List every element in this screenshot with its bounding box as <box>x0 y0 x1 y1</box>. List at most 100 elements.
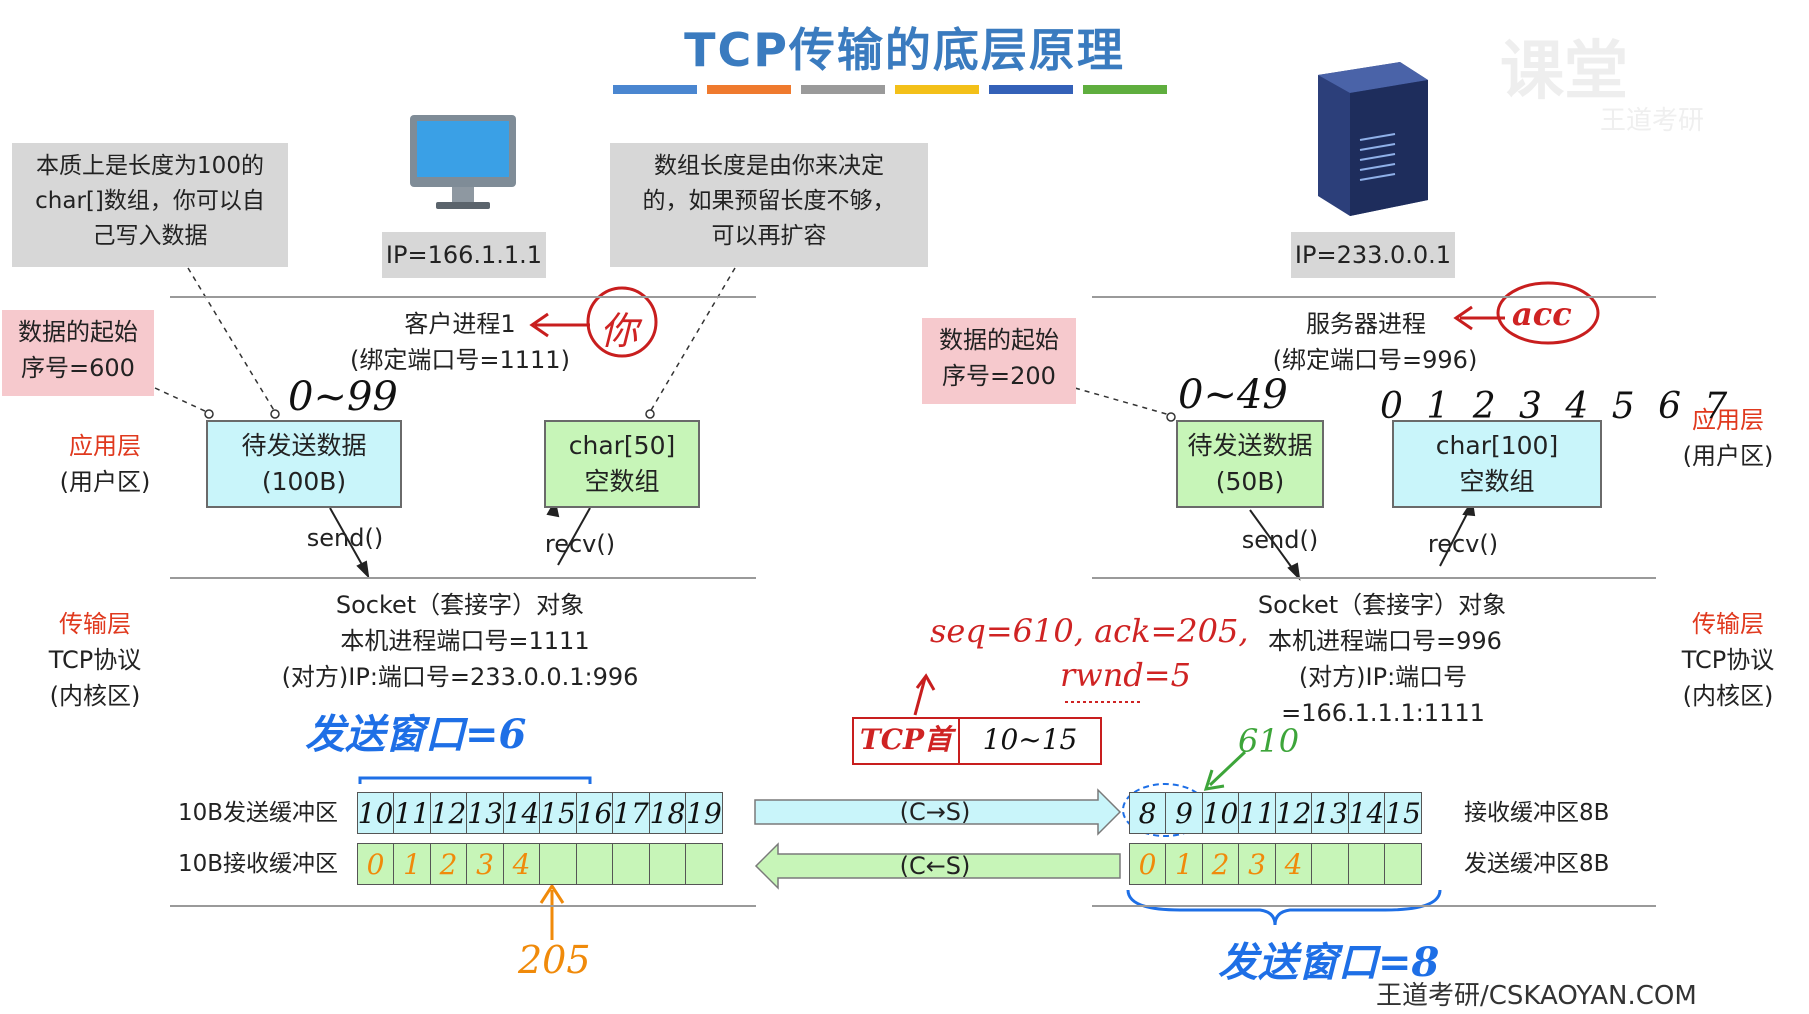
buffer-cell: 14 <box>502 792 541 834</box>
buffer-cell: 14 <box>1347 792 1386 834</box>
buffer-cell: 18 <box>648 792 687 834</box>
client-array-note: 本质上是长度为100的 char[]数组，你可以自 己写入数据 <box>12 143 288 267</box>
client-socket-peer: (对方)IP:端口号=233.0.0.1:996 <box>281 663 639 691</box>
buffer-cell <box>1311 843 1349 885</box>
buffer-cell: 15 <box>1384 792 1422 834</box>
buffer-cell: 4 <box>502 843 541 885</box>
buffer-cell: 17 <box>612 792 650 834</box>
tcp-header-label: TCP首 <box>854 719 960 763</box>
buffer-cell: 12 <box>1274 792 1313 834</box>
buffer-cell: 1 <box>393 843 431 885</box>
server-top-divider <box>1092 296 1656 298</box>
buffer-cell: 15 <box>539 792 577 834</box>
client-transport-layer-label: 传输层 <box>59 610 131 638</box>
seq-610-annotation: 610 <box>1238 722 1300 760</box>
buffer-cell <box>1347 843 1386 885</box>
tcp-segment: TCP首 10~15 <box>852 717 1102 765</box>
buffer-cell: 9 <box>1165 792 1203 834</box>
buffer-cell: 0 <box>1128 843 1167 885</box>
server-tower-icon <box>1318 62 1428 216</box>
title-color-segment <box>1083 85 1167 94</box>
c-to-s-arrow-label: (C→S) <box>899 798 971 826</box>
server-send-data-box: 待发送数据 (50B) <box>1176 420 1324 508</box>
server-send-buffer-label: 发送缓冲区8B <box>1464 851 1610 877</box>
watermark-logo: 课堂 <box>1500 35 1628 109</box>
buffer-cell <box>685 843 723 885</box>
client-socket-port: 本机进程端口号=1111 <box>340 627 590 655</box>
client-recv-call: recv() <box>544 530 616 558</box>
title-color-segment <box>989 85 1073 94</box>
server-range-annotation: 0~49 <box>1178 372 1288 418</box>
client-app-layer-sub: (用户区) <box>59 468 151 496</box>
client-process-name: 客户进程1 <box>404 310 516 338</box>
client-top-divider <box>170 296 756 298</box>
server-recv-array-box: char[100] 空数组 <box>1392 420 1602 508</box>
buffer-cell: 11 <box>393 792 431 834</box>
footer-text: 王道考研/CSKAOYAN.COM <box>1376 981 1697 1011</box>
client-transport-layer-sub: TCP协议 (内核区) <box>48 646 142 710</box>
buffer-cell <box>575 843 614 885</box>
server-process-name: 服务器进程 <box>1306 310 1426 338</box>
server-bottom-divider <box>1092 905 1656 907</box>
client-send-call: send() <box>306 524 384 552</box>
page-title: TCP传输的底层原理 <box>684 23 1125 77</box>
title-color-segment <box>613 85 697 94</box>
buffer-cell: 13 <box>1311 792 1349 834</box>
buffer-cell: 1 <box>1165 843 1203 885</box>
client-array-length-note: 数组长度是由你来决定 的，如果预留长度不够， 可以再扩容 <box>610 143 928 267</box>
server-handwritten-name: acc <box>1512 295 1572 333</box>
buffer-cell: 19 <box>685 792 723 834</box>
client-handwritten-name: 你 <box>600 309 639 353</box>
client-send-window-annotation: 发送窗口=6 <box>305 711 527 758</box>
server-recv-buffer-label: 接收缓冲区8B <box>1464 800 1610 826</box>
buffer-cell: 12 <box>429 792 468 834</box>
client-recv-buffer-label: 10B接收缓冲区 <box>178 851 339 877</box>
server-app-layer-label: 应用层 <box>1692 406 1764 434</box>
buffer-cell: 10 <box>356 792 395 834</box>
client-bottom-divider <box>170 905 756 907</box>
watermark-subtitle: 王道考研 <box>1600 106 1705 136</box>
buffer-cell: 2 <box>1201 843 1240 885</box>
server-app-layer-sub: (用户区) <box>1682 442 1774 470</box>
ack-205-annotation: 205 <box>518 938 591 982</box>
buffer-cell: 16 <box>575 792 614 834</box>
client-socket-title: Socket（套接字）对象 <box>335 591 585 619</box>
rwnd-annotation: rwnd=5 <box>1060 656 1191 694</box>
server-start-seq: 数据的起始 序号=200 <box>922 318 1076 404</box>
buffer-cell <box>1384 843 1422 885</box>
tcp-payload-label: 10~15 <box>982 723 1078 756</box>
buffer-cell: 0 <box>356 843 395 885</box>
server-recv-call: recv() <box>1427 530 1499 558</box>
client-start-seq: 数据的起始 序号=600 <box>2 310 154 396</box>
buffer-cell <box>612 843 650 885</box>
client-send-buffer-label: 10B发送缓冲区 <box>178 800 339 826</box>
client-ip: IP=166.1.1.1 <box>382 232 546 278</box>
buffer-cell: 3 <box>466 843 504 885</box>
client-app-layer-label: 应用层 <box>69 432 141 460</box>
server-socket-peer: (对方)IP:端口号=166.1.1.1:1111 <box>1281 663 1485 727</box>
server-index-annotation: 0 1 2 3 4 5 6 7 <box>1380 386 1734 427</box>
server-socket-title: Socket（套接字）对象 <box>1257 591 1507 619</box>
server-ip: IP=233.0.0.1 <box>1291 232 1455 278</box>
buffer-cell <box>539 843 577 885</box>
client-range-annotation: 0~99 <box>288 374 398 420</box>
server-socket-port: 本机进程端口号=996 <box>1268 627 1502 655</box>
server-mid-divider <box>1092 577 1656 579</box>
buffer-cell: 11 <box>1238 792 1276 834</box>
buffer-cell: 3 <box>1238 843 1276 885</box>
client-recv-array-box: char[50] 空数组 <box>544 420 700 508</box>
server-send-window-annotation: 发送窗口=8 <box>1218 939 1440 986</box>
server-send-call: send() <box>1241 526 1319 554</box>
buffer-cell: 4 <box>1274 843 1313 885</box>
seq-ack-annotation: seq=610, ack=205, <box>930 612 1249 650</box>
s-to-c-arrow-label: (C←S) <box>899 852 971 880</box>
buffer-cell: 8 <box>1128 792 1167 834</box>
title-color-segment <box>895 85 979 94</box>
buffer-cell <box>648 843 687 885</box>
server-transport-layer-label: 传输层 <box>1692 610 1764 638</box>
